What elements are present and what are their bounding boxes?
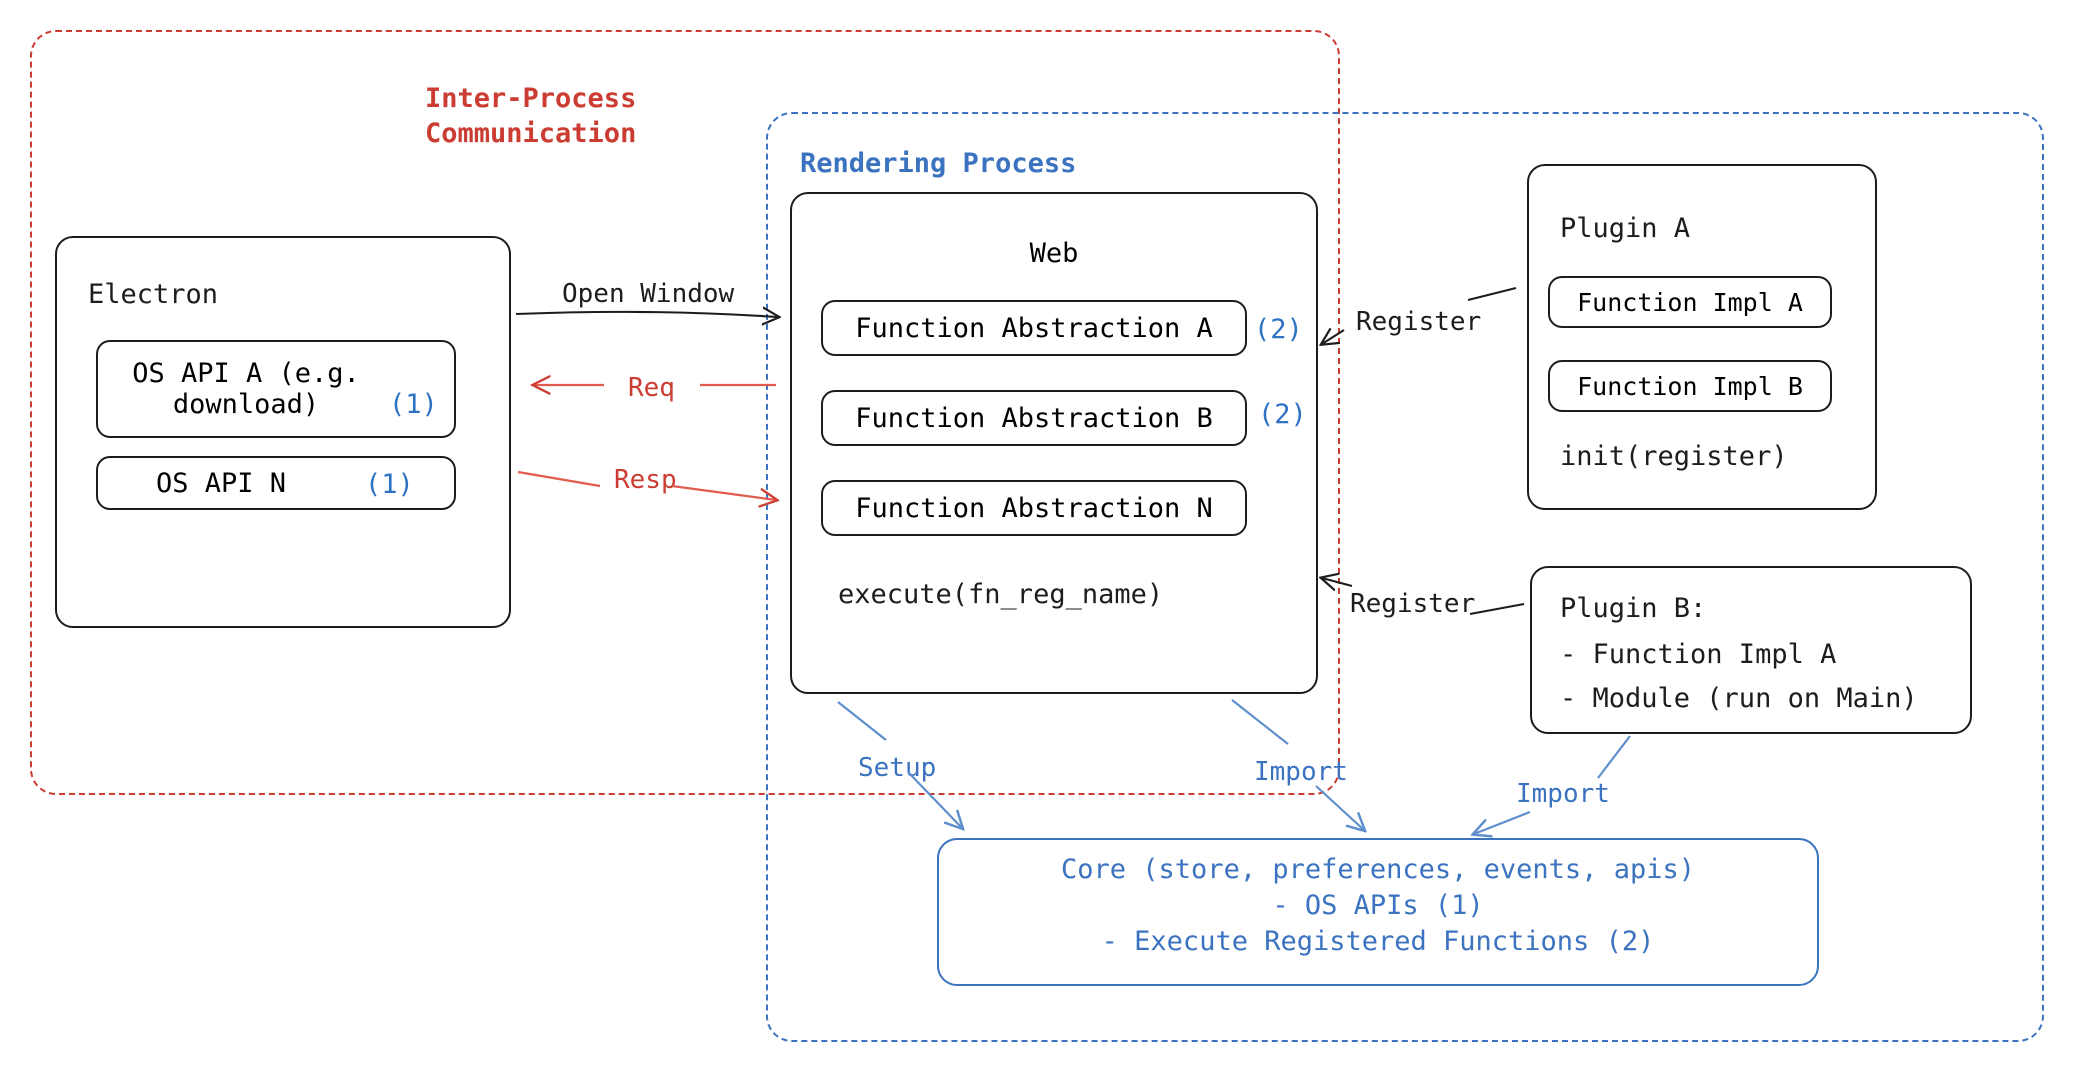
function-abstraction-a-label: Function Abstraction A	[855, 312, 1213, 344]
function-abstraction-n-label: Function Abstraction N	[855, 492, 1213, 524]
web-title: Web	[1029, 237, 1079, 269]
function-abstraction-n-label-wrap: Function Abstraction N	[821, 480, 1247, 536]
plugin-a-function-impl-b-box[interactable]	[1548, 360, 1832, 412]
core-line3-wrap: - Execute Registered Functions (2)	[937, 924, 1819, 958]
function-abstraction-b-box[interactable]	[821, 390, 1247, 446]
os-api-a-box[interactable]	[96, 340, 456, 438]
web-box	[790, 192, 1318, 694]
plugin-a-function-impl-a-box[interactable]	[1548, 276, 1832, 328]
web-execute-footer: execute(fn_reg_name)	[838, 579, 1164, 610]
os-api-a-label-wrap: OS API A (e.g. download)	[106, 342, 386, 436]
plugin-b-title: Plugin B:	[1560, 593, 1707, 624]
core-line2: - OS APIs (1)	[1272, 889, 1484, 921]
plugin-b-box	[1530, 566, 1972, 734]
core-box	[937, 838, 1819, 986]
plugin-a-function-impl-b-label: Function Impl B	[1577, 371, 1803, 401]
os-api-n-label: OS API N	[155, 467, 287, 499]
function-abstraction-a-box[interactable]	[821, 300, 1247, 356]
core-line2-wrap: - OS APIs (1)	[937, 888, 1819, 922]
os-api-a-marker: (1)	[389, 389, 438, 420]
function-abstraction-b-marker: (2)	[1258, 399, 1307, 430]
plugin-a-function-impl-a-label-wrap: Function Impl A	[1548, 276, 1832, 328]
plugin-a-box	[1527, 164, 1877, 510]
plugin-a-init-footer: init(register)	[1560, 441, 1788, 472]
plugin-a-title: Plugin A	[1560, 213, 1691, 244]
plugin-a-function-impl-b-label-wrap: Function Impl B	[1548, 360, 1832, 412]
web-title-wrap: Web	[790, 236, 1318, 270]
plugin-b-line-function-impl-a: - Function Impl A	[1560, 639, 1837, 670]
plugin-b-line-module: - Module (run on Main)	[1560, 683, 1918, 714]
plugin-a-function-impl-a-label: Function Impl A	[1577, 287, 1803, 317]
os-api-n-box[interactable]	[96, 456, 456, 510]
os-api-n-marker: (1)	[365, 469, 414, 500]
core-line1-wrap: Core (store, preferences, events, apis)	[937, 852, 1819, 886]
region-rendering-process-label: Rendering Process	[800, 148, 1077, 179]
function-abstraction-a-marker: (2)	[1254, 314, 1303, 345]
edge-label-open-window: Open Window	[562, 279, 735, 309]
region-rendering-process	[766, 112, 2044, 1042]
edge-label-import-web: Import	[1254, 757, 1348, 787]
edge-label-register-plugin-a: Register	[1356, 307, 1482, 337]
function-abstraction-b-label: Function Abstraction B	[855, 402, 1213, 434]
edge-label-import-plugin-b: Import	[1516, 779, 1610, 809]
edge-label-req: Req	[628, 373, 675, 403]
os-api-n-label-wrap: OS API N	[106, 456, 336, 510]
core-line3: - Execute Registered Functions (2)	[1101, 925, 1655, 957]
region-ipc-label-line2: Communication	[425, 118, 637, 149]
region-ipc-label-line1: Inter-Process	[425, 83, 637, 114]
edge-label-resp: Resp	[614, 465, 677, 495]
edge-label-register-plugin-b: Register	[1350, 589, 1476, 619]
function-abstraction-a-label-wrap: Function Abstraction A	[821, 300, 1247, 356]
electron-title: Electron	[88, 279, 219, 310]
edge-label-setup: Setup	[858, 753, 937, 783]
function-abstraction-n-box[interactable]	[821, 480, 1247, 536]
os-api-a-label: OS API A (e.g. download)	[132, 358, 360, 420]
region-inter-process-communication	[30, 30, 1340, 795]
electron-box	[55, 236, 511, 628]
core-line1: Core (store, preferences, events, apis)	[1061, 853, 1695, 885]
function-abstraction-b-label-wrap: Function Abstraction B	[821, 390, 1247, 446]
